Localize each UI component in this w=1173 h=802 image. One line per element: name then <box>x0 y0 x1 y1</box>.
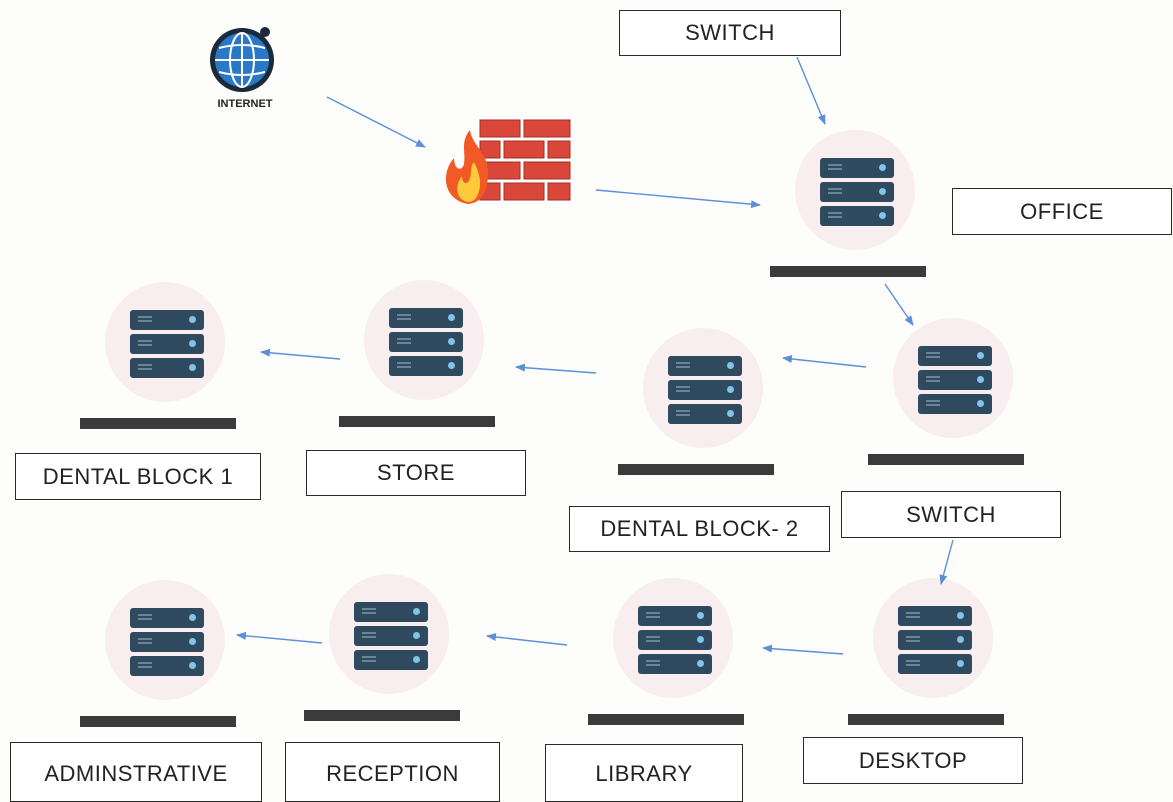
arrow-library-to-reception <box>486 633 568 646</box>
firewall-icon <box>440 112 580 212</box>
label-dental-block-1: DENTAL BLOCK 1 <box>15 453 261 500</box>
server-icon <box>389 308 463 328</box>
label-office: OFFICE <box>952 188 1172 235</box>
arrow-office-to-switch <box>884 283 914 326</box>
arrow-firewall-to-office <box>595 189 761 209</box>
server-icon <box>354 602 428 622</box>
label-desktop: DESKTOP <box>803 737 1023 784</box>
server-icon <box>130 310 204 330</box>
label-switch-top: SWITCH <box>619 10 841 56</box>
server-icon <box>918 346 992 366</box>
internet-label: INTERNET <box>217 98 273 110</box>
server-icon <box>668 356 742 376</box>
server-icon <box>130 608 204 628</box>
server-dental-block-1 <box>80 282 240 452</box>
arrow-switch-to-dental-2 <box>782 354 867 368</box>
server-switch-mid <box>868 318 1028 488</box>
arrow-reception-to-adminstrative <box>236 631 323 644</box>
server-icon <box>638 606 712 626</box>
label-switch-mid: SWITCH <box>841 491 1061 538</box>
label-dental-block-2: DENTAL BLOCK- 2 <box>569 506 830 552</box>
arrow-store-to-dental-1 <box>260 348 341 360</box>
server-store <box>339 280 499 450</box>
server-icon <box>820 158 894 178</box>
label-store: STORE <box>306 450 526 496</box>
internet-node: INTERNET <box>195 18 295 118</box>
server-adminstrative <box>80 580 240 750</box>
internet-globe-icon <box>210 27 274 92</box>
server-dental-block-2 <box>618 328 778 498</box>
server-icon <box>898 606 972 626</box>
arrow-switch-to-desktop <box>939 539 954 585</box>
arrow-switch-to-office <box>796 56 826 125</box>
arrow-internet-to-firewall <box>326 96 426 148</box>
server-reception <box>304 574 464 744</box>
server-office <box>770 130 930 300</box>
server-library <box>588 578 748 748</box>
arrow-dental-2-to-store <box>515 363 597 374</box>
arrow-desktop-to-library <box>762 644 844 655</box>
server-desktop <box>848 578 1008 748</box>
